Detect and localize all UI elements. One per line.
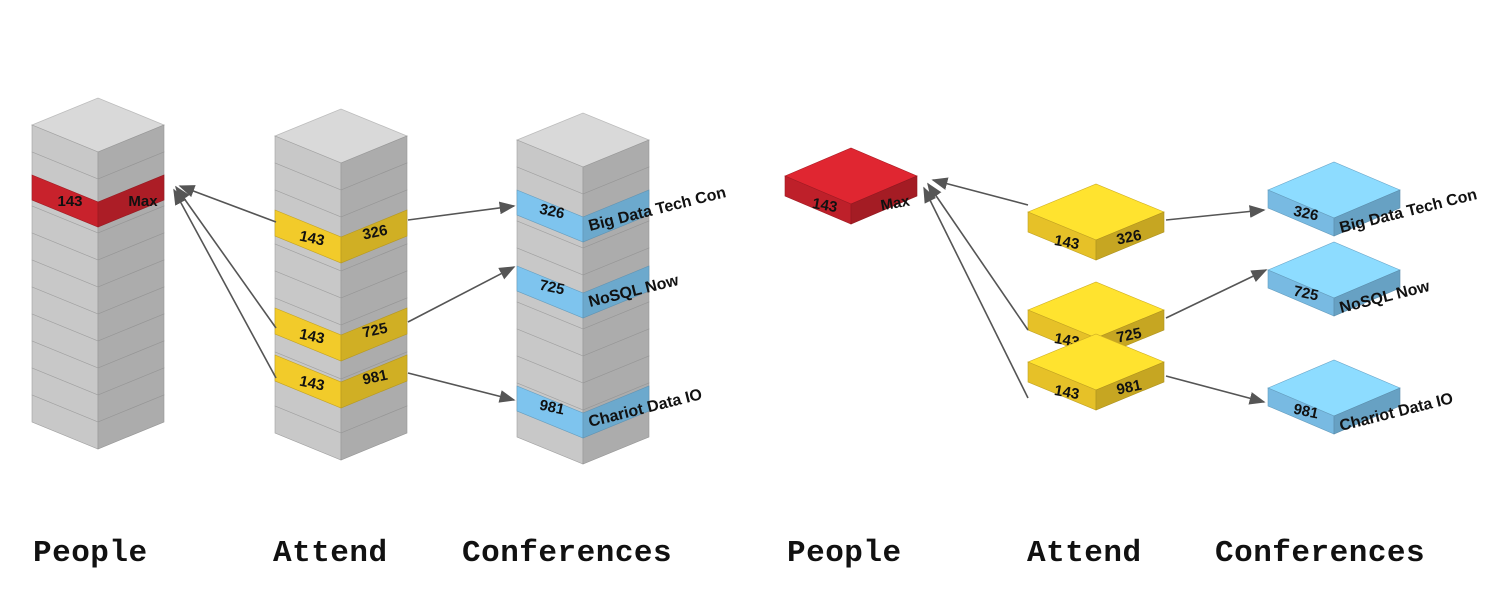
attend-table-row bbox=[274, 270, 408, 326]
people-node-name: Max bbox=[879, 193, 911, 215]
caption-conferences-left: Conferences bbox=[462, 536, 673, 571]
conference-node-id: 981 bbox=[1292, 401, 1320, 423]
caption-conferences-right: Conferences bbox=[1215, 536, 1426, 571]
attend-node-conf-id: 725 bbox=[1115, 325, 1143, 347]
arrow-r-attend-3-to-people bbox=[923, 186, 1029, 399]
attend-node-conf-id: 326 bbox=[1115, 227, 1143, 249]
people-node-slab bbox=[784, 147, 918, 225]
attend-node-slab bbox=[1027, 333, 1165, 411]
attend-node-slab bbox=[1027, 183, 1165, 261]
conference-node-slab bbox=[1267, 161, 1401, 237]
people-node-id: 143 bbox=[811, 195, 839, 216]
arrow-r-attend-1-to-conf bbox=[1165, 205, 1266, 221]
people-row-name: Max bbox=[128, 193, 158, 210]
arrow-attend-1-to-people bbox=[178, 185, 277, 223]
conference-row-id: 725 bbox=[538, 277, 566, 299]
caption-attend-left: Attend bbox=[273, 536, 388, 571]
attend-node-person-id: 143 bbox=[1053, 232, 1081, 253]
caption-people-left: People bbox=[33, 536, 148, 571]
people-table-stack bbox=[30, 97, 166, 450]
conference-node-id: 725 bbox=[1292, 283, 1320, 305]
people-table-row bbox=[31, 394, 165, 450]
conference-row-band bbox=[516, 265, 650, 319]
attend-rows: 143 326 143 725 143 981 bbox=[274, 209, 408, 409]
conference-row-band bbox=[516, 385, 650, 439]
attend-row-conf-id: 725 bbox=[361, 320, 389, 342]
arrow-attend-2-to-conf bbox=[407, 266, 516, 323]
arrow-attend-3-to-people bbox=[173, 188, 277, 379]
right-relation-arrows bbox=[923, 177, 1268, 405]
attend-row-band bbox=[274, 354, 408, 409]
left-relation-arrows bbox=[173, 185, 516, 403]
attend-table-row bbox=[274, 405, 408, 461]
conference-node-id: 326 bbox=[1292, 203, 1320, 225]
conference-row-id: 981 bbox=[538, 397, 566, 419]
attend-row-conf-id: 326 bbox=[361, 222, 389, 244]
people-node-max: 143 Max bbox=[784, 147, 918, 225]
people-row-id: 143 bbox=[57, 193, 82, 210]
attend-node-person-id: 143 bbox=[1053, 382, 1081, 403]
caption-people-right: People bbox=[787, 536, 902, 571]
attend-row-person-id: 143 bbox=[298, 228, 326, 250]
caption-attend-right: Attend bbox=[1027, 536, 1142, 571]
attend-row-person-id: 143 bbox=[298, 373, 326, 395]
arrow-r-attend-2-to-conf bbox=[1165, 269, 1268, 319]
attend-node-conf-id: 981 bbox=[1115, 377, 1143, 399]
people-row-max: 143 Max bbox=[31, 174, 165, 228]
attend-row-person-id: 143 bbox=[298, 326, 326, 348]
attend-row-band bbox=[274, 209, 408, 264]
arrow-r-attend-2-to-people bbox=[927, 182, 1029, 331]
arrow-attend-2-to-people bbox=[175, 185, 277, 329]
arrow-r-attend-3-to-conf bbox=[1165, 375, 1266, 405]
people-row-band bbox=[31, 174, 165, 228]
arrow-r-attend-1-to-people bbox=[931, 177, 1029, 206]
conference-node-slab bbox=[1267, 359, 1401, 435]
attend-table-row bbox=[274, 135, 408, 191]
arrow-attend-1-to-conf bbox=[407, 201, 516, 221]
arrow-attend-3-to-conf bbox=[407, 372, 516, 403]
conference-row-id: 326 bbox=[538, 201, 566, 223]
attend-row-conf-id: 981 bbox=[361, 367, 389, 389]
conference-node-slab bbox=[1267, 241, 1401, 317]
conference-row-band bbox=[516, 189, 650, 243]
